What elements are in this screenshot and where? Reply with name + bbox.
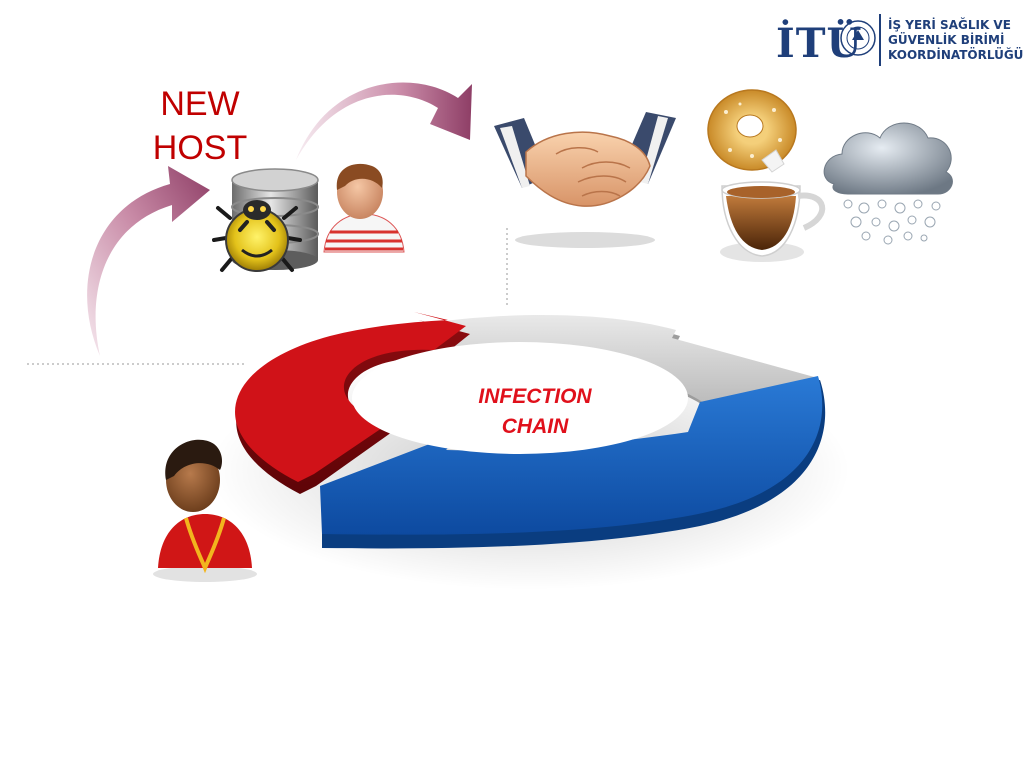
snow-cloud-icon <box>823 122 953 245</box>
guide-lines <box>27 228 508 365</box>
curved-arrow-icon <box>87 166 210 356</box>
new-host-label-line: HOST <box>152 129 248 167</box>
person-icon <box>153 439 257 582</box>
coffee-cup-icon <box>720 149 826 262</box>
cycle-title-line: INFECTION <box>478 385 592 408</box>
university-seal-icon <box>840 20 876 56</box>
cycle-arrow-icon <box>210 312 850 590</box>
institution-logo: İTÜ İŞ YERİ SAĞLIK VE GÜVENLİK BİRİMİ KO… <box>772 8 1023 70</box>
new-host-label: NEW HOST <box>140 82 260 170</box>
institution-wordmark: İTÜ <box>776 20 863 67</box>
curved-arrow-icon <box>296 82 472 160</box>
bug-icon <box>212 200 302 272</box>
handshake-icon <box>494 112 676 248</box>
unit-name-line: GÜVENLİK BİRİMİ <box>888 33 1005 47</box>
unit-name-line: KOORDİNATÖRLÜĞÜ <box>888 48 1024 62</box>
cycle-title: INFECTION CHAIN <box>455 382 615 442</box>
unit-name-line: İŞ YERİ SAĞLIK VE <box>888 18 1011 32</box>
donut-icon <box>707 89 797 171</box>
unit-name: İŞ YERİ SAĞLIK VE GÜVENLİK BİRİMİ KOORDİ… <box>888 18 1023 63</box>
logo-divider <box>879 14 881 66</box>
person-icon <box>323 163 405 253</box>
new-host-label-line: NEW <box>160 85 240 123</box>
cycle-title-line: CHAIN <box>501 415 569 438</box>
